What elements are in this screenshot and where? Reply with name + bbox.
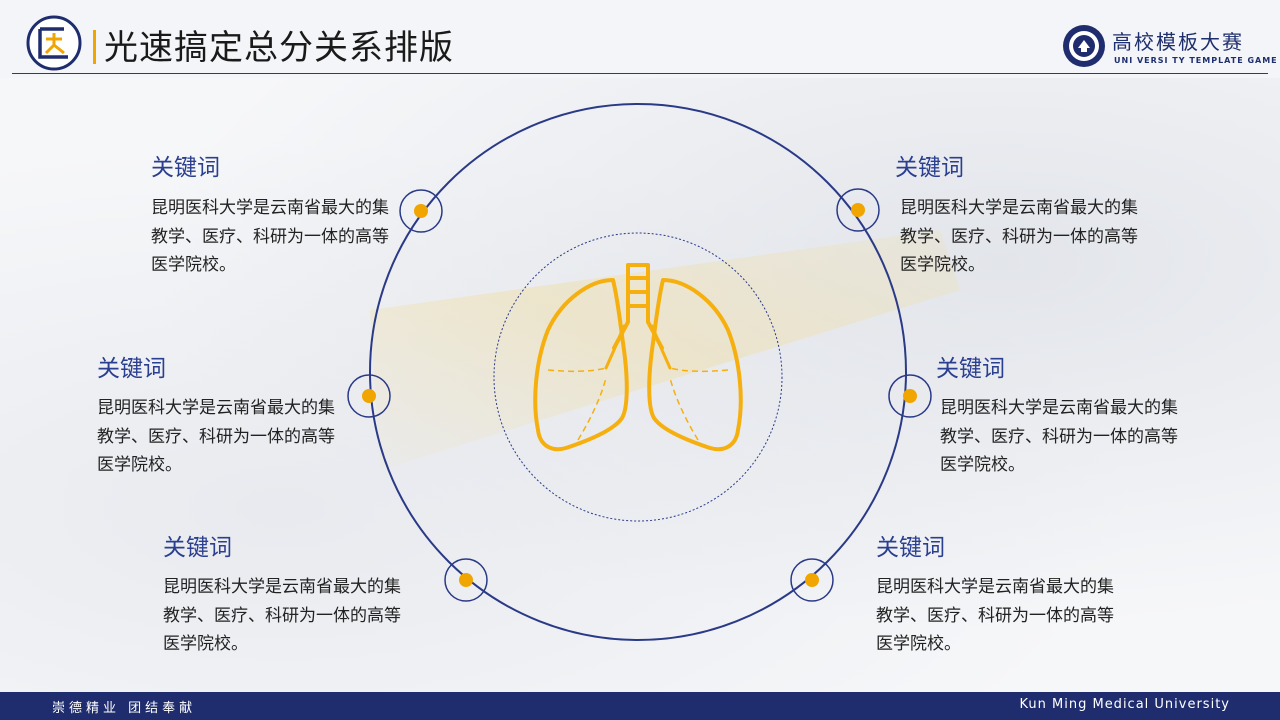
keyword-3: 关键词 — [97, 356, 166, 382]
description-1: 昆明医科大学是云南省最大的集教学、医疗、科研为一体的高等医学院校。 — [151, 198, 389, 275]
description-4: 昆明医科大学是云南省最大的集教学、医疗、科研为一体的高等医学院校。 — [940, 398, 1178, 475]
footer-motto: 崇德精业 团结奉献 — [52, 701, 197, 716]
description-5: 昆明医科大学是云南省最大的集教学、医疗、科研为一体的高等医学院校。 — [163, 577, 401, 654]
hospital-logo-icon — [26, 15, 82, 71]
footer-university-name: Kun Ming Medical University — [1019, 697, 1230, 712]
header-divider — [12, 73, 1268, 74]
keyword-5: 关键词 — [163, 535, 232, 561]
keyword-4: 关键词 — [936, 356, 1005, 382]
inner-ring — [493, 232, 783, 522]
university-emblem-icon — [1063, 25, 1105, 67]
description-3: 昆明医科大学是云南省最大的集教学、医疗、科研为一体的高等医学院校。 — [97, 398, 335, 475]
keyword-6: 关键词 — [876, 535, 945, 561]
lungs-icon — [533, 263, 743, 452]
keyword-2: 关键词 — [895, 155, 964, 181]
node-top-left — [399, 189, 443, 233]
logo-right-subtitle: UNI VERSI TY TEMPLATE GAME — [1114, 56, 1278, 65]
node-bottom-right — [790, 558, 834, 602]
node-middle-right — [888, 374, 932, 418]
page-title: 光速搞定总分关系排版 — [104, 28, 454, 68]
footer-bar: 崇德精业 团结奉献 Kun Ming Medical University — [0, 692, 1280, 720]
title-accent-bar — [93, 30, 96, 64]
node-bottom-left — [444, 558, 488, 602]
description-2: 昆明医科大学是云南省最大的集教学、医疗、科研为一体的高等医学院校。 — [900, 198, 1138, 275]
node-top-right — [836, 188, 880, 232]
outer-ring — [369, 103, 907, 641]
keyword-1: 关键词 — [151, 155, 220, 181]
logo-right-text: 高校模板大赛 — [1112, 30, 1244, 54]
node-middle-left — [347, 374, 391, 418]
description-6: 昆明医科大学是云南省最大的集教学、医疗、科研为一体的高等医学院校。 — [876, 577, 1114, 654]
lungs-lobe-lines — [547, 367, 729, 441]
